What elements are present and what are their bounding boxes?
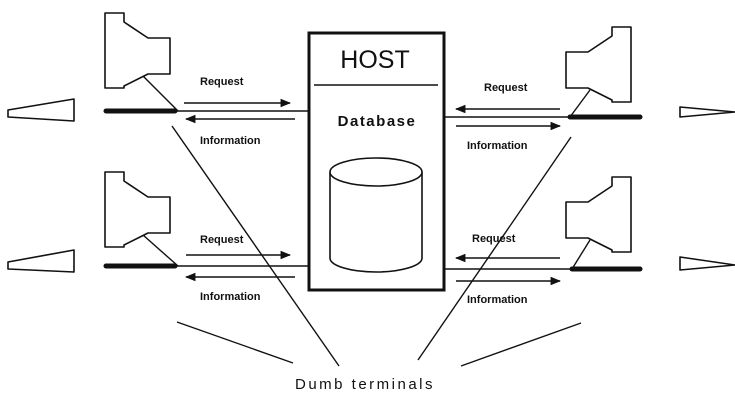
terminal-top-right — [444, 26, 735, 120]
caption-leader-lines — [171, 125, 582, 367]
request-label: Request — [200, 76, 244, 88]
terminal-bottom-left — [7, 171, 309, 273]
request-label: Request — [472, 233, 516, 245]
host-title: HOST — [340, 46, 409, 74]
link-top-right: Request Information — [454, 82, 562, 152]
information-label: Information — [200, 291, 261, 303]
keyboard-icon — [7, 98, 75, 122]
keyboard-icon — [679, 106, 735, 118]
information-label: Information — [200, 135, 261, 147]
terminal-top-left — [7, 12, 309, 122]
request-label: Request — [484, 82, 528, 94]
caption-dumb-terminals: Dumb terminals — [295, 376, 435, 393]
link-bottom-left: Request Information — [184, 234, 295, 303]
database-cylinder-icon — [329, 157, 423, 273]
terminal-bottom-right — [444, 176, 735, 272]
keyboard-icon — [679, 256, 735, 271]
link-top-left: Request Information — [184, 76, 295, 147]
host-box: HOST Database — [307, 31, 446, 292]
information-label: Information — [467, 140, 528, 152]
database-label: Database — [338, 113, 417, 130]
link-bottom-right: Request Information — [454, 233, 562, 306]
keyboard-icon — [7, 249, 75, 273]
information-label: Information — [467, 294, 528, 306]
request-label: Request — [200, 234, 244, 246]
